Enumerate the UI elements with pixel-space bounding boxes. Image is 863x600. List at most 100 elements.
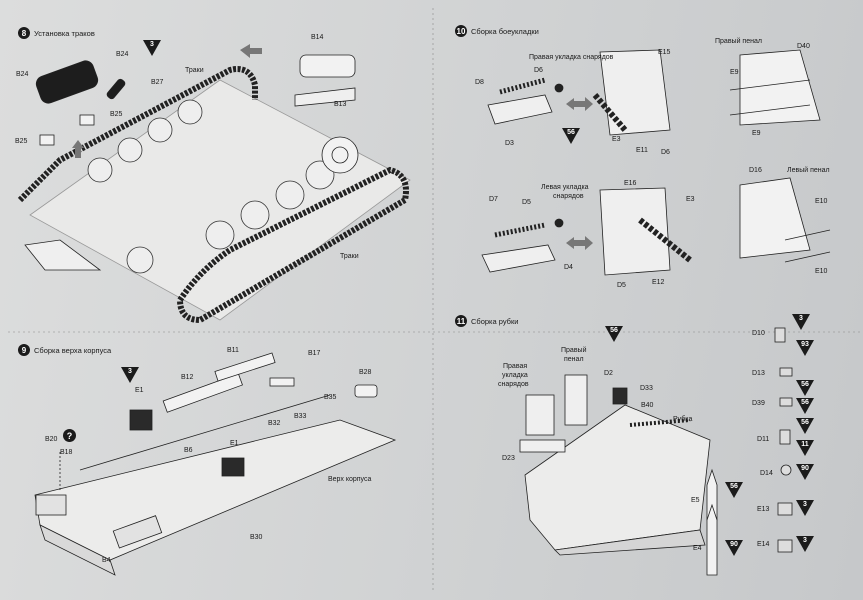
part-label: B32 (268, 420, 281, 427)
paint-badge: 90 (796, 464, 814, 480)
part-label: Правый пенал (715, 38, 762, 45)
part-label: B11 (227, 347, 239, 354)
part-label: Верх корпуса (328, 476, 372, 483)
part-label: B24 (116, 51, 129, 58)
part-label: B28 (359, 369, 372, 376)
part-label: B27 (151, 79, 164, 86)
part-label: E1 (135, 387, 144, 394)
part-label: D11 (757, 436, 770, 443)
part-label: пенал (564, 356, 584, 363)
part-label: B17 (308, 350, 321, 357)
part-label: D4 (564, 264, 573, 271)
part-label: B20 (45, 436, 58, 443)
part-label: D3 (505, 140, 514, 147)
step-title-text: Сборка рубки (471, 316, 519, 326)
part-label: E9 (752, 130, 761, 137)
part-label: D5 (522, 199, 531, 206)
part-label: E14 (757, 541, 770, 548)
part-label: D2 (604, 370, 613, 377)
part-label: Траки (340, 253, 359, 260)
part-label: E13 (757, 506, 770, 513)
part-label: B4 (102, 557, 111, 564)
part-label: E10 (815, 198, 828, 205)
paint-badge: 56 (796, 398, 814, 414)
part-label: B35 (324, 394, 337, 401)
paint-badge: 3 (143, 40, 161, 56)
paint-badge: 56 (796, 418, 814, 434)
step-11-title: 11 Сборка рубки (455, 315, 518, 327)
part-label: E15 (658, 49, 671, 56)
paint-badge: 3 (796, 500, 814, 516)
paint-badge: 56 (605, 326, 623, 342)
part-label: B40 (641, 402, 654, 409)
paint-badge: 56 (725, 482, 743, 498)
part-label: D13 (752, 370, 765, 377)
part-label: E1 (230, 440, 239, 447)
step-9-title: 9 Сборка верха корпуса (18, 344, 111, 356)
part-label: D14 (760, 470, 773, 477)
question-icon: ? (63, 429, 76, 442)
part-label: D33 (640, 385, 653, 392)
paint-badge: 93 (796, 340, 814, 356)
step-title-text: Сборка верха корпуса (34, 345, 112, 355)
part-label: D40 (797, 43, 810, 50)
part-label: D23 (502, 455, 515, 462)
part-label: E10 (815, 268, 828, 275)
part-label: B33 (294, 413, 307, 420)
step-number: 11 (455, 315, 467, 327)
part-label: B6 (184, 447, 193, 454)
paint-badge: 3 (796, 536, 814, 552)
part-label: E9 (730, 69, 739, 76)
part-label: B12 (181, 374, 194, 381)
upper-hull-drawing (34, 352, 397, 576)
part-label: Рубка (673, 416, 693, 423)
part-label: D16 (749, 167, 762, 174)
step-title-text: Сборка боеукладки (471, 26, 539, 36)
part-label: D10 (752, 330, 765, 337)
part-label: B13 (334, 101, 347, 108)
part-label: Правая (503, 363, 528, 370)
part-label: D39 (752, 400, 765, 407)
paint-badge: 3 (121, 367, 139, 383)
paint-badge: 3 (792, 314, 810, 330)
part-label: снарядов (498, 381, 529, 388)
part-label: D6 (534, 67, 543, 74)
part-label: E4 (693, 545, 702, 552)
part-label: Правый (561, 347, 587, 354)
part-label: E3 (686, 196, 695, 203)
step-10-title: 10 Сборка боеукладки (455, 25, 539, 37)
step-number: 10 (455, 25, 467, 37)
paint-badge: 11 (796, 440, 814, 456)
part-label: Траки (185, 67, 204, 74)
part-label: B14 (311, 34, 324, 41)
chassis-drawing (17, 44, 411, 324)
part-label: B30 (250, 534, 263, 541)
part-label: B18 (60, 449, 73, 456)
step-number: 8 (18, 27, 30, 39)
part-label: Правая укладка снарядов (529, 54, 614, 61)
part-label: Левая укладка (541, 184, 589, 191)
part-label: Левый пенал (787, 167, 830, 174)
step-number: 9 (18, 344, 30, 356)
part-label: E3 (612, 136, 621, 143)
part-label: E16 (624, 180, 637, 187)
part-label: B25 (15, 138, 28, 145)
part-label: E5 (691, 497, 700, 504)
part-label: D7 (489, 196, 498, 203)
step-8-title: 8 Установка траков (18, 27, 95, 39)
part-label: D8 (475, 79, 484, 86)
paint-badge: 90 (725, 540, 743, 556)
part-label: D6 (661, 149, 670, 156)
part-label: снарядов (553, 193, 584, 200)
part-label: укладка (502, 372, 528, 379)
part-label: B25 (110, 111, 123, 118)
paint-badge: 56 (796, 380, 814, 396)
step-title-text: Установка траков (34, 28, 95, 38)
paint-badge: 56 (562, 128, 580, 144)
part-label: B24 (16, 71, 29, 78)
part-label: D5 (617, 282, 626, 289)
ammo-stowage-drawing (481, 49, 831, 276)
part-label: E12 (652, 279, 665, 286)
